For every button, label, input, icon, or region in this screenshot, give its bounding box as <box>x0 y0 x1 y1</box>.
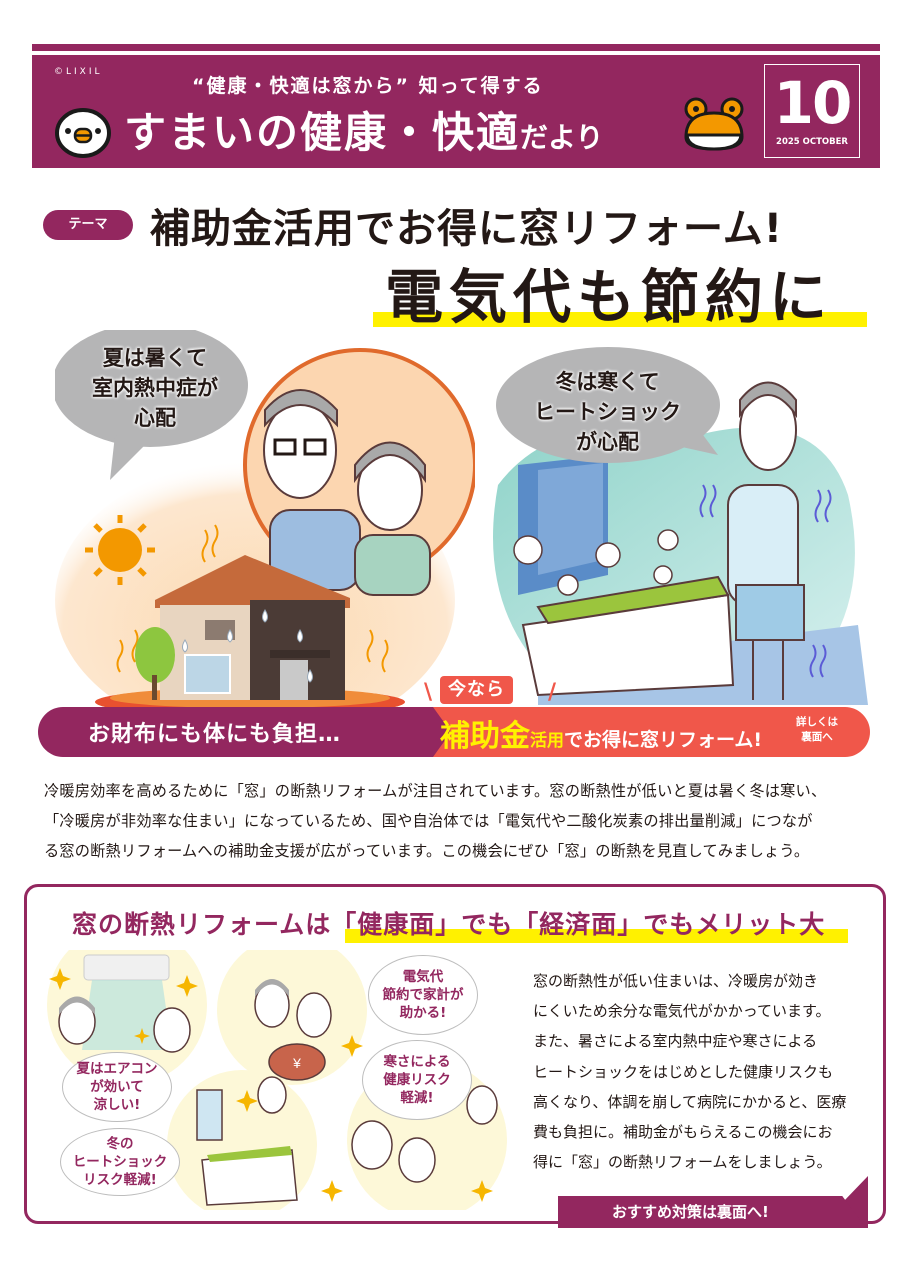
frog-mascot-icon <box>684 97 744 151</box>
newsletter-header: ©LIXIL “健康・快適は窓から” 知って得する すまいの健康・快適だより 1… <box>32 55 880 168</box>
bubble-line: 寒さによる <box>383 1054 451 1070</box>
now-badge-slash-right: / <box>548 680 557 705</box>
svg-text:¥: ¥ <box>292 1055 301 1071</box>
intro-line: 冷暖房効率を高めるために「窓」の断熱リフォームが注目されています。窓の断熱性が低… <box>44 782 827 800</box>
bubble-line: 冬の <box>106 1136 134 1152</box>
bubble-line: ヒートショック <box>534 400 681 424</box>
merits-illustration: ¥ <box>47 950 507 1210</box>
winter-concern-bubble: 冬は寒くて ヒートショック が心配 <box>500 367 715 457</box>
copyright-label: ©LIXIL <box>54 67 103 77</box>
issue-number: 10 <box>773 69 853 137</box>
now-badge: 今なら <box>440 676 513 704</box>
now-badge-slash-left: \ <box>424 680 433 705</box>
subsidy-rest: でお得に窓リフォーム! <box>564 729 763 751</box>
summer-concern-bubble: 夏は暑くて 室内熱中症が 心配 <box>70 343 240 433</box>
banner-burden-text: お財布にも体にも負担… <box>88 722 342 747</box>
merits-box <box>24 884 886 1224</box>
body-line: にくいため余分な電気代がかかっています。 <box>533 1002 831 1021</box>
header-top-rule <box>32 44 880 51</box>
cold-risk-bubble: 寒さによる 健康リスク 軽減! <box>362 1040 472 1120</box>
bubble-line: 室内熱中症が <box>92 376 218 400</box>
bubble-line: 心配 <box>134 406 176 430</box>
bubble-line: 涼しい! <box>93 1097 141 1113</box>
theme-badge: テーマ <box>43 210 133 240</box>
aircon-bubble: 夏はエアコン が効いて 涼しい! <box>62 1052 172 1122</box>
headline-highlight <box>373 312 867 327</box>
bubble-line: 冬は寒くて <box>555 370 660 394</box>
body-line: 窓の断熱性が低い住まいは、冷暖房が効き <box>533 972 819 990</box>
bird-mascot-icon <box>55 108 111 158</box>
bubble-line: 夏はエアコン <box>76 1061 158 1077</box>
intro-line: 「冷暖房が非効率な住まい」になっているため、国や自治体では「電気代や二酸化炭素の… <box>44 812 813 830</box>
savings-bubble: 電気代 節約で家計が 助かる! <box>368 955 478 1035</box>
intro-paragraph: 冷暖房効率を高めるために「窓」の断熱リフォームが注目されています。窓の断熱性が低… <box>44 776 874 866</box>
note-line: 裏面へ <box>801 731 833 743</box>
newsletter-title: すまいの健康・快適だより <box>124 99 603 160</box>
merits-title: 窓の断熱リフォームは「健康面」でも「経済面」でもメリット大 <box>72 910 826 939</box>
bubble-line: ヒートショック <box>72 1154 168 1170</box>
see-back-cta[interactable]: おすすめ対策は裏面へ! <box>558 1196 866 1228</box>
note-line: 詳しくは <box>796 716 838 728</box>
bubble-line: 電気代 <box>402 969 444 985</box>
bubble-line: 軽減! <box>400 1090 434 1106</box>
winter-bath-illustration <box>493 347 868 705</box>
merits-body-text: 窓の断熱性が低い住まいは、冷暖房が効き にくいため余分な電気代がかかっています。… <box>533 966 873 1177</box>
headline-line1: 補助金活用でお得に窓リフォーム! <box>150 206 784 252</box>
title-main: すまいの健康・快適 <box>124 108 521 157</box>
intro-line: る窓の断熱リフォームへの補助金支援が広がっています。この機会にぜひ「窓」の断熱を… <box>44 842 810 860</box>
bubble-line: が心配 <box>576 430 639 454</box>
body-line: また、暑さによる室内熱中症や寒さによる <box>533 1032 818 1051</box>
body-line: 費も負担に。補助金がもらえるこの機会にお <box>533 1123 833 1142</box>
body-line: 高くなり、体調を崩して病院にかかると、医療 <box>533 1092 847 1111</box>
bubble-line: が効いて <box>90 1079 144 1095</box>
merits-title-highlight <box>345 929 848 943</box>
heatshock-bubble: 冬の ヒートショック リスク軽減! <box>60 1128 180 1196</box>
issue-box: 10 2025 OCTOBER <box>764 64 860 158</box>
header-subtitle: “健康・快適は窓から” 知って得する <box>192 75 544 97</box>
banner-subsidy-text: 補助金活用でお得に窓リフォーム! <box>440 711 762 755</box>
banner-left-panel <box>38 707 468 757</box>
issue-date: 2025 OCTOBER <box>776 137 848 147</box>
body-line: 得に「窓」の断熱リフォームをしましょう。 <box>533 1153 832 1172</box>
see-back-note: 詳しくは 裏面へ <box>796 715 838 745</box>
bubble-line: 夏は暑くて <box>102 346 208 370</box>
title-suffix: だより <box>520 121 604 154</box>
bubble-line: 健康リスク <box>383 1072 451 1088</box>
bubble-line: リスク軽減! <box>83 1172 157 1188</box>
body-line: ヒートショックをはじめとした健康リスクも <box>533 1062 834 1081</box>
headline-line2: 電気代も節約に <box>385 263 834 331</box>
summer-heat-illustration <box>55 330 475 710</box>
banner-right-panel <box>433 707 870 757</box>
burden-subsidy-banner: お財布にも体にも負担… 補助金活用でお得に窓リフォーム! 詳しくは 裏面へ <box>38 707 870 757</box>
bubble-line: 節約で家計が <box>382 987 464 1003</box>
utilize-word: 活用 <box>530 731 564 751</box>
bubble-line: 助かる! <box>399 1005 447 1021</box>
subsidy-word: 補助金 <box>440 719 530 754</box>
